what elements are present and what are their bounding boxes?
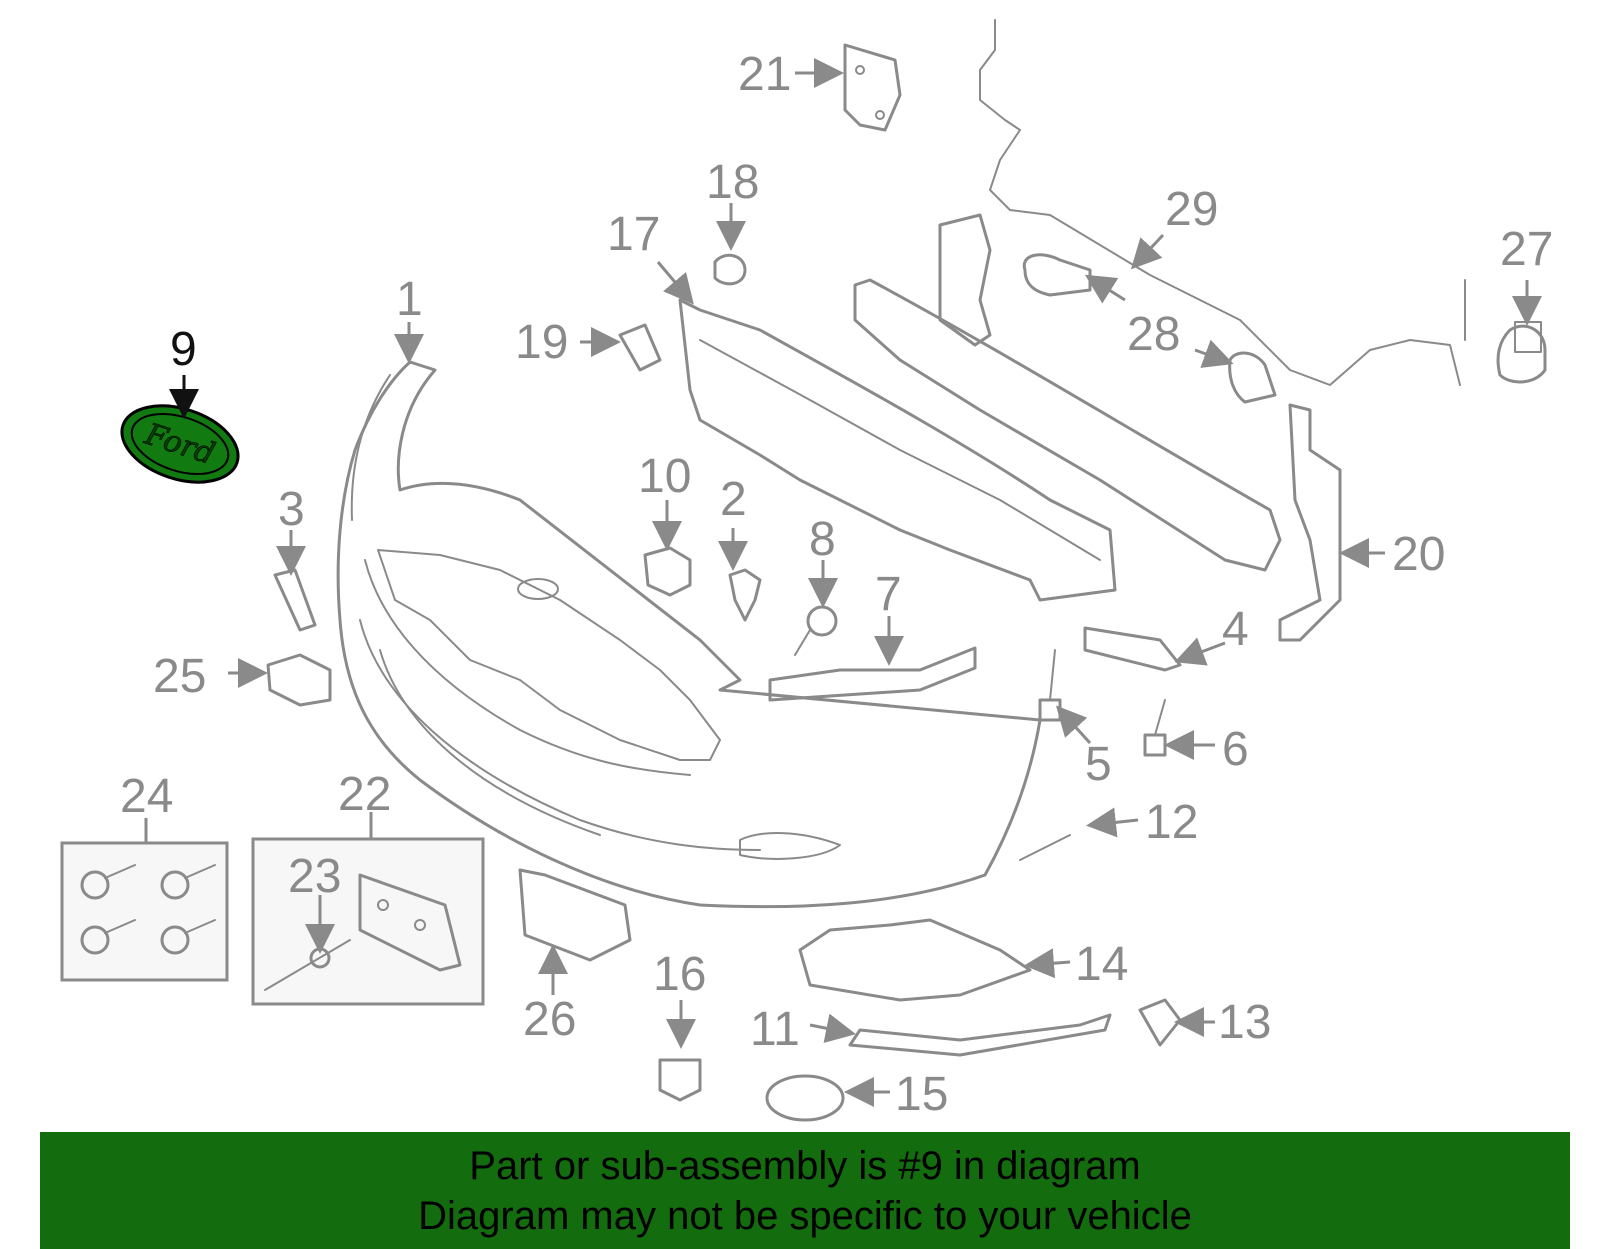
callout-23: 23 <box>288 850 341 903</box>
callout-13: 13 <box>1218 996 1271 1049</box>
callout-25: 25 <box>153 650 206 703</box>
bracket-21 <box>843 43 902 132</box>
callout-21: 21 <box>738 48 791 101</box>
callout-29: 29 <box>1165 183 1218 236</box>
info-banner: Part or sub-assembly is #9 in diagram Di… <box>40 1132 1570 1249</box>
screw-set <box>80 864 216 955</box>
wire-harness <box>979 19 1466 386</box>
callout-9: 9 <box>170 323 197 376</box>
callout-27: 27 <box>1500 223 1553 276</box>
banner-line-1: Part or sub-assembly is #9 in diagram <box>469 1143 1141 1188</box>
kit-box-22 <box>251 837 485 1006</box>
callout-14: 14 <box>1075 938 1128 991</box>
callout-3: 3 <box>278 483 305 536</box>
callout-17: 17 <box>607 208 660 261</box>
callout-26: 26 <box>523 993 576 1046</box>
callout-10: 10 <box>638 450 691 503</box>
callout-18: 18 <box>706 156 759 209</box>
callout-8: 8 <box>809 513 836 566</box>
banner-line-2: Diagram may not be specific to your vehi… <box>418 1193 1192 1238</box>
callout-15: 15 <box>895 1068 948 1121</box>
callout-16: 16 <box>653 948 706 1001</box>
callout-6: 6 <box>1222 723 1249 776</box>
callout-labels: 1 2 3 4 5 6 7 8 9 10 11 12 13 14 15 16 1… <box>120 48 1553 1121</box>
callout-22: 22 <box>338 768 391 821</box>
callout-5: 5 <box>1085 738 1112 791</box>
bumper-reinforcement <box>853 213 1342 642</box>
bumper-cover <box>336 360 1042 909</box>
callout-4: 4 <box>1222 603 1249 656</box>
parking-sensors <box>1022 253 1547 404</box>
callout-2: 2 <box>720 473 747 526</box>
small-parts <box>266 253 1182 1122</box>
ford-emblem: Ford <box>120 404 240 484</box>
callout-11: 11 <box>750 1003 800 1056</box>
callout-1: 1 <box>396 273 423 326</box>
callout-12: 12 <box>1145 796 1198 849</box>
license-bracket <box>264 873 462 991</box>
callout-28: 28 <box>1127 308 1180 361</box>
callout-7: 7 <box>875 568 902 621</box>
callout-20: 20 <box>1392 528 1445 581</box>
leader-arrows <box>144 58 1542 1107</box>
callout-19: 19 <box>515 316 568 369</box>
callout-24: 24 <box>120 770 173 823</box>
kit-box-24 <box>60 841 229 982</box>
energy-absorber <box>678 298 1117 602</box>
